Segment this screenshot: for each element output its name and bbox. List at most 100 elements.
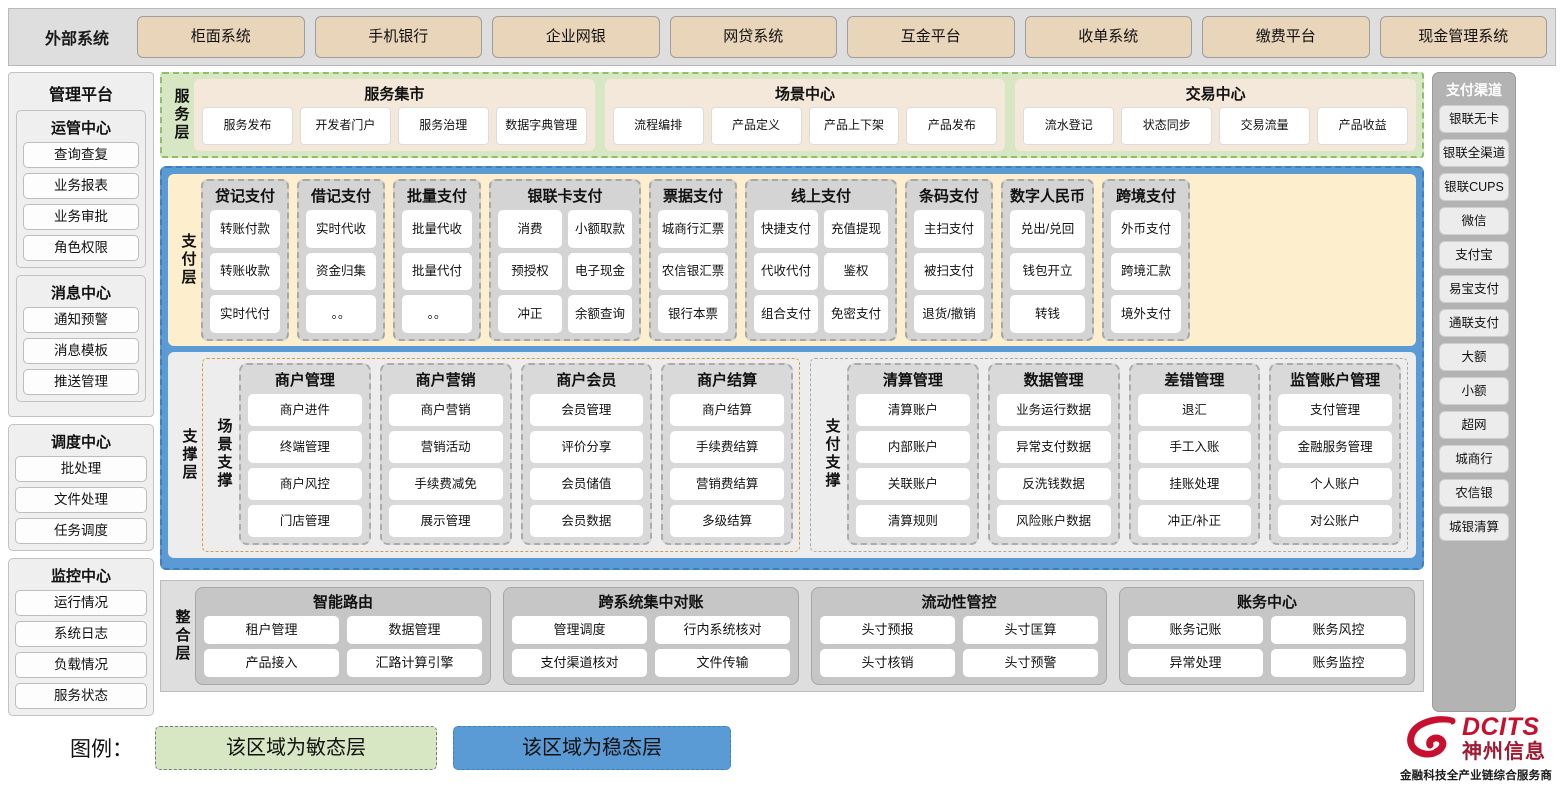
sidebar-item-服务状态[interactable]: 服务状态 (15, 683, 147, 709)
payment-item-代收代付[interactable]: 代收代付 (754, 252, 818, 291)
scene-support-item-营销费结算[interactable]: 营销费结算 (670, 468, 784, 500)
service-item-开发者门户[interactable]: 开发者门户 (299, 107, 391, 145)
payment-item-免密支付[interactable]: 免密支付 (824, 295, 888, 334)
payment-support-item-挂账处理[interactable]: 挂账处理 (1137, 468, 1252, 500)
payment-item-外币支付[interactable]: 外币支付 (1111, 210, 1182, 248)
payment-support-item-支付管理[interactable]: 支付管理 (1278, 394, 1392, 426)
integration-item-数据管理[interactable]: 数据管理 (347, 616, 482, 644)
sidebar-item-运行情况[interactable]: 运行情况 (15, 590, 147, 616)
external-system-item[interactable]: 互金平台 (847, 16, 1015, 58)
external-system-item[interactable]: 现金管理系统 (1379, 16, 1547, 58)
scene-support-item-商户结算[interactable]: 商户结算 (670, 394, 784, 426)
payment-item-消费[interactable]: 消费 (498, 210, 562, 248)
external-system-item[interactable]: 手机银行 (314, 16, 482, 58)
payment-item-预授权[interactable]: 预授权 (498, 252, 562, 291)
service-item-流程编排[interactable]: 流程编排 (612, 107, 704, 145)
payment-support-item-关联账户[interactable]: 关联账户 (856, 468, 970, 500)
payment-support-item-异常支付数据[interactable]: 异常支付数据 (996, 431, 1111, 463)
payment-channel-小额[interactable]: 小额 (1439, 377, 1509, 405)
payment-channel-微信[interactable]: 微信 (1439, 207, 1509, 235)
payment-item-组合支付[interactable]: 组合支付 (754, 295, 818, 334)
service-item-产品上下架[interactable]: 产品上下架 (808, 107, 900, 145)
payment-item-。。[interactable]: 。。 (306, 295, 376, 334)
payment-item-余额查询[interactable]: 余额查询 (568, 295, 632, 334)
sidebar-item-角色权限[interactable]: 角色权限 (23, 235, 139, 261)
scene-support-item-商户进件[interactable]: 商户进件 (248, 394, 362, 426)
service-item-服务治理[interactable]: 服务治理 (397, 107, 489, 145)
payment-item-转账收款[interactable]: 转账收款 (210, 252, 280, 291)
payment-channel-农信银[interactable]: 农信银 (1439, 479, 1509, 507)
sidebar-item-推送管理[interactable]: 推送管理 (23, 369, 139, 395)
sidebar-item-批处理[interactable]: 批处理 (15, 456, 147, 482)
sidebar-item-查询查复[interactable]: 查询查复 (23, 142, 139, 168)
payment-channel-大额[interactable]: 大额 (1439, 343, 1509, 371)
integration-item-账务风控[interactable]: 账务风控 (1271, 616, 1406, 644)
external-system-item[interactable]: 缴费平台 (1202, 16, 1370, 58)
payment-item-钱包开立[interactable]: 钱包开立 (1010, 252, 1086, 291)
payment-item-主扫支付[interactable]: 主扫支付 (914, 210, 984, 248)
payment-item-资金归集[interactable]: 资金归集 (306, 252, 376, 291)
sidebar-item-系统日志[interactable]: 系统日志 (15, 621, 147, 647)
payment-support-item-手工入账[interactable]: 手工入账 (1137, 431, 1252, 463)
external-system-item[interactable]: 网贷系统 (669, 16, 837, 58)
integration-item-租户管理[interactable]: 租户管理 (204, 616, 339, 644)
integration-item-支付渠道核对[interactable]: 支付渠道核对 (512, 649, 647, 677)
payment-item-转账付款[interactable]: 转账付款 (210, 210, 280, 248)
payment-item-鉴权[interactable]: 鉴权 (824, 252, 888, 291)
scene-support-item-展示管理[interactable]: 展示管理 (388, 505, 503, 537)
scene-support-item-终端管理[interactable]: 终端管理 (248, 431, 362, 463)
external-system-item[interactable]: 企业网银 (492, 16, 660, 58)
payment-item-实时代收[interactable]: 实时代收 (306, 210, 376, 248)
sidebar-item-消息模板[interactable]: 消息模板 (23, 338, 139, 364)
integration-item-账务记账[interactable]: 账务记账 (1128, 616, 1263, 644)
scene-support-item-会员数据[interactable]: 会员数据 (529, 505, 644, 537)
payment-support-item-冲正/补正[interactable]: 冲正/补正 (1137, 505, 1252, 537)
payment-item-农信银汇票[interactable]: 农信银汇票 (658, 252, 728, 291)
sidebar-item-业务审批[interactable]: 业务审批 (23, 204, 139, 230)
scene-support-item-多级结算[interactable]: 多级结算 (670, 505, 784, 537)
payment-item-转钱[interactable]: 转钱 (1010, 295, 1086, 334)
payment-item-批量代收[interactable]: 批量代收 (402, 210, 472, 248)
payment-channel-银联全渠道[interactable]: 银联全渠道 (1439, 139, 1509, 167)
payment-item-冲正[interactable]: 冲正 (498, 295, 562, 334)
sidebar-item-通知预警[interactable]: 通知预警 (23, 307, 139, 333)
scene-support-item-商户风控[interactable]: 商户风控 (248, 468, 362, 500)
payment-item-银行本票[interactable]: 银行本票 (658, 295, 728, 334)
scene-support-item-会员管理[interactable]: 会员管理 (529, 394, 644, 426)
payment-item-兑出/兑回[interactable]: 兑出/兑回 (1010, 210, 1086, 248)
scene-support-item-手续费结算[interactable]: 手续费结算 (670, 431, 784, 463)
sidebar-item-业务报表[interactable]: 业务报表 (23, 173, 139, 199)
payment-item-退货/撤销[interactable]: 退货/撤销 (914, 295, 984, 334)
payment-item-。。[interactable]: 。。 (402, 295, 472, 334)
integration-item-行内系统核对[interactable]: 行内系统核对 (655, 616, 790, 644)
payment-support-item-个人账户[interactable]: 个人账户 (1278, 468, 1392, 500)
payment-channel-银联无卡[interactable]: 银联无卡 (1439, 105, 1509, 133)
service-item-数据字典管理[interactable]: 数据字典管理 (495, 107, 587, 145)
payment-item-小额取款[interactable]: 小额取款 (568, 210, 632, 248)
payment-channel-银联CUPS[interactable]: 银联CUPS (1439, 173, 1509, 201)
payment-item-电子现金[interactable]: 电子现金 (568, 252, 632, 291)
payment-item-实时代付[interactable]: 实时代付 (210, 295, 280, 334)
integration-item-头寸预警[interactable]: 头寸预警 (963, 649, 1098, 677)
sidebar-item-任务调度[interactable]: 任务调度 (15, 518, 147, 544)
payment-support-item-风险账户数据[interactable]: 风险账户数据 (996, 505, 1111, 537)
service-item-产品收益[interactable]: 产品收益 (1317, 107, 1409, 145)
service-item-状态同步[interactable]: 状态同步 (1121, 107, 1213, 145)
payment-support-item-反洗钱数据[interactable]: 反洗钱数据 (996, 468, 1111, 500)
payment-channel-超网[interactable]: 超网 (1439, 411, 1509, 439)
service-item-服务发布[interactable]: 服务发布 (202, 107, 293, 145)
service-item-交易流量[interactable]: 交易流量 (1219, 107, 1311, 145)
integration-item-文件传输[interactable]: 文件传输 (655, 649, 790, 677)
integration-item-头寸核销[interactable]: 头寸核销 (820, 649, 955, 677)
integration-item-汇路计算引擎[interactable]: 汇路计算引擎 (347, 649, 482, 677)
payment-support-item-金融服务管理[interactable]: 金融服务管理 (1278, 431, 1392, 463)
payment-item-跨境汇款[interactable]: 跨境汇款 (1111, 252, 1182, 291)
payment-item-城商行汇票[interactable]: 城商行汇票 (658, 210, 728, 248)
payment-support-item-退汇[interactable]: 退汇 (1137, 394, 1252, 426)
scene-support-item-营销活动[interactable]: 营销活动 (388, 431, 503, 463)
service-item-产品发布[interactable]: 产品发布 (906, 107, 998, 145)
scene-support-item-门店管理[interactable]: 门店管理 (248, 505, 362, 537)
external-system-item[interactable]: 收单系统 (1024, 16, 1192, 58)
service-item-流水登记[interactable]: 流水登记 (1023, 107, 1115, 145)
scene-support-item-商户营销[interactable]: 商户营销 (388, 394, 503, 426)
